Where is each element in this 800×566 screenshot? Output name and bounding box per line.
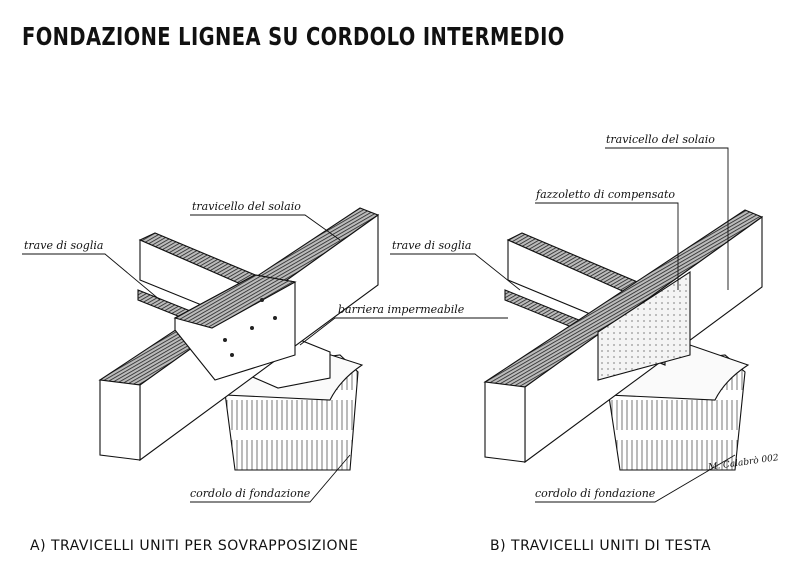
- leaders-b: [390, 147, 736, 503]
- label-sill-a: trave di soglia: [24, 239, 104, 252]
- panel-b-drawing: [390, 147, 764, 503]
- joist-end: [99, 379, 141, 461]
- joist-end: [484, 381, 526, 463]
- label-joist-b: travicello del solaio: [606, 133, 715, 146]
- caption-b: B) TRAVICELLI UNITI DI TESTA: [490, 538, 712, 554]
- nails: [223, 298, 277, 357]
- page-title: FONDAZIONE LIGNEA SU CORDOLO INTERMEDIO: [22, 22, 565, 51]
- plywood-gusset: [597, 270, 691, 381]
- label-sill-b: trave di soglia: [392, 239, 472, 252]
- label-foundation-b: cordolo di fondazione: [535, 487, 656, 500]
- label-joist-a: travicello del solaio: [192, 200, 301, 213]
- caption-a: A) TRAVICELLI UNITI PER SOVRAPPOSIZIONE: [30, 538, 359, 554]
- panel-a-drawing: [22, 207, 440, 503]
- label-foundation-a: cordolo di fondazione: [190, 487, 311, 500]
- label-barrier: barriera impermeabile: [338, 303, 465, 316]
- label-gusset: fazzoletto di compensato: [536, 188, 675, 201]
- leaders-a: [22, 214, 440, 503]
